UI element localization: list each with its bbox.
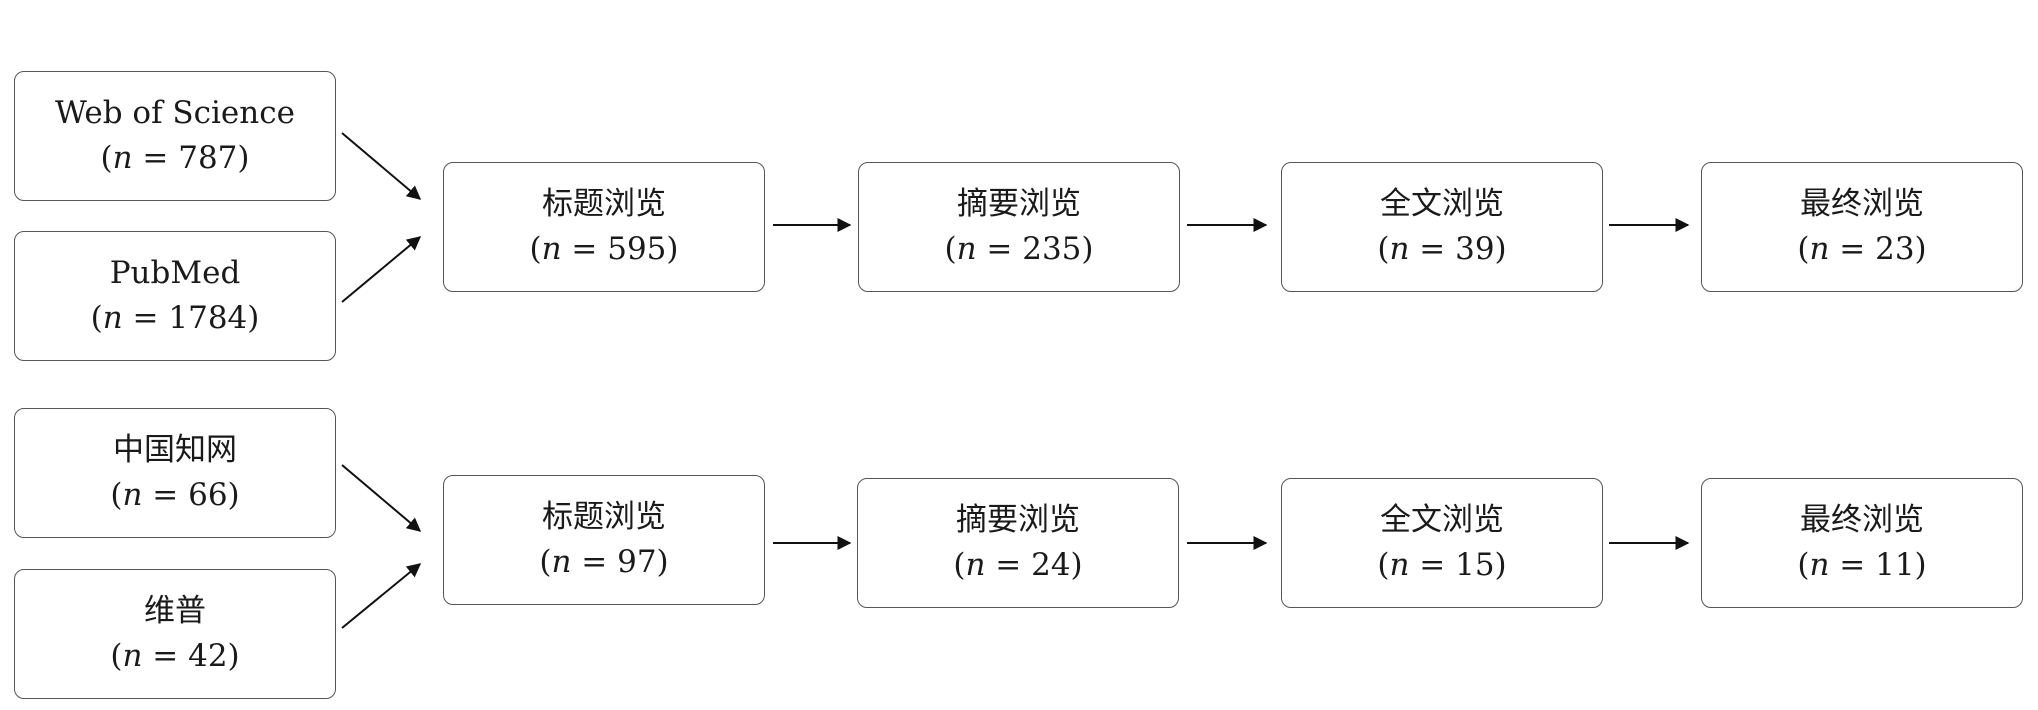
- stage-count: (n = 39): [1377, 231, 1507, 267]
- r1-stage-abstract-screen: 摘要浏览 (n = 235): [858, 162, 1180, 292]
- stage-title: 标题浏览: [542, 499, 666, 536]
- r2-stage-final-screen: 最终浏览 (n = 11): [1701, 478, 2023, 608]
- r2-stage-fulltext-screen: 全文浏览 (n = 15): [1281, 478, 1603, 608]
- source-title: Web of Science: [55, 95, 295, 132]
- stage-count: (n = 97): [539, 544, 669, 580]
- source-pubmed: PubMed (n = 1784): [14, 231, 336, 361]
- stage-count: (n = 24): [953, 547, 1083, 583]
- stage-title: 全文浏览: [1380, 186, 1504, 223]
- source-count: (n = 66): [110, 477, 240, 513]
- source-web-of-science: Web of Science (n = 787): [14, 71, 336, 201]
- source-count: (n = 1784): [90, 300, 260, 336]
- r2-stage-title-screen: 标题浏览 (n = 97): [443, 475, 765, 605]
- stage-count: (n = 595): [529, 231, 679, 267]
- stage-count: (n = 235): [944, 231, 1094, 267]
- stage-count: (n = 23): [1797, 231, 1927, 267]
- stage-title: 摘要浏览: [957, 186, 1081, 223]
- stage-title: 全文浏览: [1380, 502, 1504, 539]
- stage-title: 标题浏览: [542, 186, 666, 223]
- r1-stage-fulltext-screen: 全文浏览 (n = 39): [1281, 162, 1603, 292]
- arrow-wos-to-title: [341, 132, 422, 200]
- source-title: 中国知网: [113, 432, 237, 469]
- arrow-cnki-to-title: [341, 464, 422, 532]
- arrow-vip-to-title: [341, 563, 422, 629]
- source-cnki: 中国知网 (n = 66): [14, 408, 336, 538]
- source-count: (n = 787): [100, 140, 250, 176]
- stage-title: 最终浏览: [1800, 186, 1924, 223]
- stage-title: 摘要浏览: [956, 502, 1080, 539]
- stage-count: (n = 11): [1797, 547, 1927, 583]
- source-vip: 维普 (n = 42): [14, 569, 336, 699]
- r2-stage-abstract-screen: 摘要浏览 (n = 24): [857, 478, 1179, 608]
- source-count: (n = 42): [110, 638, 240, 674]
- stage-title: 最终浏览: [1800, 502, 1924, 539]
- source-title: PubMed: [109, 255, 241, 292]
- r1-stage-title-screen: 标题浏览 (n = 595): [443, 162, 765, 292]
- r1-stage-final-screen: 最终浏览 (n = 23): [1701, 162, 2023, 292]
- source-title: 维普: [144, 593, 206, 630]
- stage-count: (n = 15): [1377, 547, 1507, 583]
- arrow-pubmed-to-title: [341, 236, 422, 303]
